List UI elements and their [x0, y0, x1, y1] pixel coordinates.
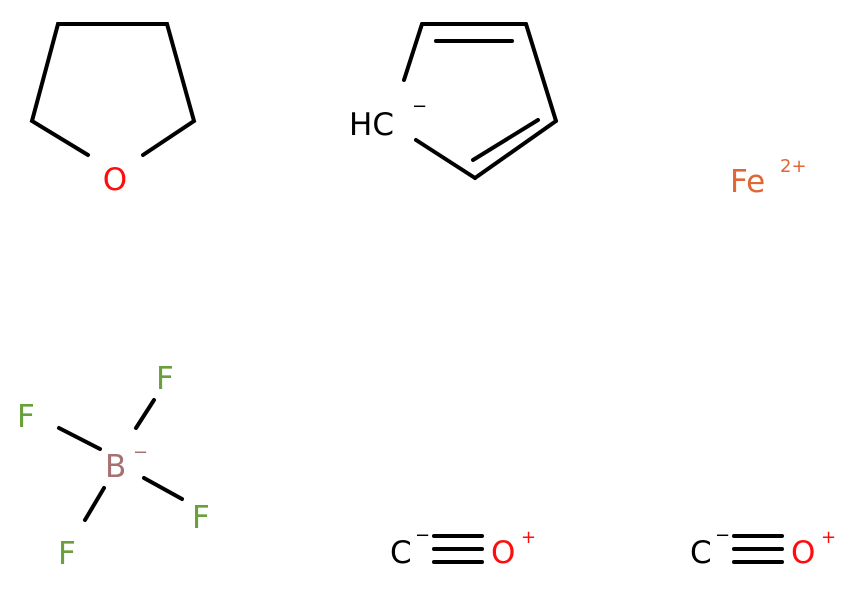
carbonyl-1-oxygen-label: O: [491, 535, 515, 571]
cyclopentadienide-molecule: HC −: [349, 22, 558, 180]
bf-bond-top: [134, 398, 156, 430]
carbonyl-1-carbon-charge: −: [415, 525, 430, 546]
iron-ion: Fe 2+: [730, 156, 807, 200]
cp-charge: −: [412, 96, 427, 117]
cp-c-label: C: [372, 107, 394, 143]
boron-label: B: [105, 449, 126, 485]
carbonyl-2-carbon-charge: −: [715, 525, 730, 546]
thf-oxygen-label: O: [103, 162, 127, 198]
fluorine-left-label: F: [17, 399, 35, 435]
fluorine-right-label: F: [192, 500, 210, 536]
carbonyl-2-oxygen-label: O: [791, 535, 815, 571]
cp-bond-c4-c5: [473, 119, 558, 180]
thf-ring-bonds: [29, 22, 197, 157]
fluorine-bottom-label: F: [58, 536, 76, 572]
bf-bond-right: [142, 476, 184, 501]
carbonyl-2-oxygen-charge: +: [821, 527, 836, 548]
thf-molecule: O: [29, 22, 197, 198]
carbonyl-ligand-1: C − O +: [390, 525, 536, 571]
boron-charge: −: [133, 442, 148, 463]
fluorine-top-label: F: [156, 361, 174, 397]
cp-bond-c4-c5-inner: [471, 118, 540, 162]
carbonyl-1-carbon-label: C: [390, 535, 412, 571]
bf-bond-left: [57, 426, 102, 451]
carbonyl-ligand-2: C − O +: [690, 525, 836, 571]
carbonyl-2-carbon-label: C: [690, 535, 712, 571]
cp-hc-label: HC: [349, 107, 394, 143]
carbonyl-1-oxygen-charge: +: [521, 527, 536, 548]
cp-bond-c5-c1: [414, 138, 477, 180]
cp-bond-c3-c4: [524, 22, 558, 123]
cp-bond-c1-c2: [402, 22, 424, 82]
cp-h-label: H: [349, 107, 372, 143]
tetrafluoroborate-ion: B − F F F F: [17, 361, 210, 572]
bf-bond-bottom: [83, 486, 106, 522]
fe-label: Fe: [730, 164, 765, 200]
fe-charge: 2+: [780, 156, 807, 177]
